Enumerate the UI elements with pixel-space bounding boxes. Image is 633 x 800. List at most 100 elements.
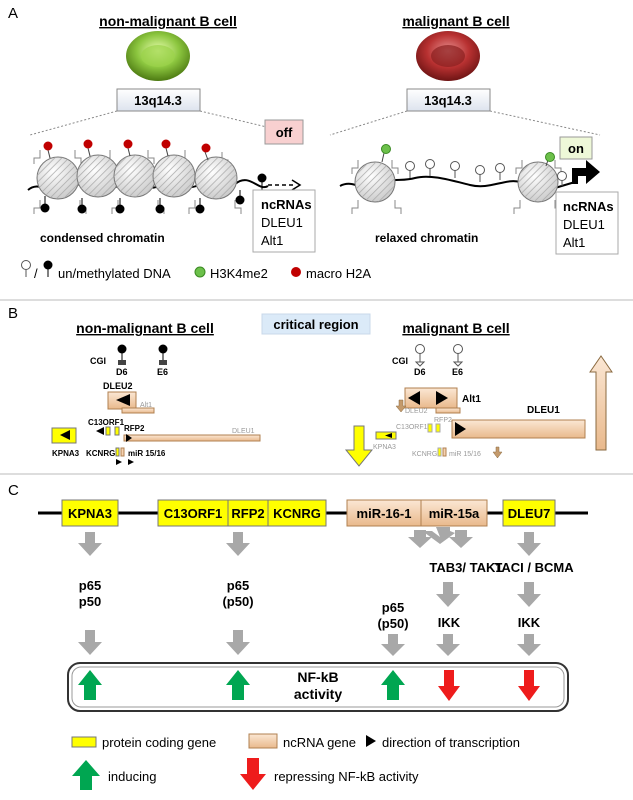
gray-down-arrow-icon [226, 630, 250, 655]
right-dleu2-label: DLEU2 [405, 408, 428, 415]
gray-down-arrow-icon [78, 630, 102, 655]
cgi-methylated-icon [117, 344, 127, 354]
relaxed-chromatin-label: relaxed chromatin [375, 231, 478, 245]
gene-dleu7-label: DLEU7 [508, 506, 551, 521]
right-kpna3-label: KPNA3 [373, 444, 396, 451]
cgi-unmethylated-icon [415, 344, 425, 354]
right-ncrna-alt1: Alt1 [563, 235, 585, 250]
dleu1-gene-box [123, 434, 261, 442]
dleu1-up-arrow-icon [589, 355, 613, 451]
gray-down-arrow-icon [436, 582, 460, 607]
h3k4me2-dot [545, 152, 555, 162]
gene-dleu7 [502, 499, 556, 527]
mir-target-p65: p65 [382, 600, 404, 615]
gene-kpna3-label: KPNA3 [68, 506, 112, 521]
gray-down-arrow-icon [517, 532, 541, 556]
gray-down-arrow-icon [436, 634, 460, 656]
ncrna-legend-icon [248, 733, 278, 749]
protein-coding-legend-icon [71, 736, 97, 748]
legend-protein-coding: protein coding gene [102, 735, 216, 750]
green-cell-nucleus-icon [141, 45, 175, 67]
left-ncrna-title: ncRNAs [261, 197, 312, 212]
right-ncrna-title: ncRNAs [563, 199, 614, 214]
gene-kpna3 [61, 499, 119, 527]
red-cell-nucleus-icon [431, 45, 465, 67]
macro-h2a-dot [161, 139, 171, 149]
right-rfp2-label: RFP2 [434, 417, 452, 424]
nfkb-activity-box [67, 662, 569, 712]
panel-a-left-title: non-malignant B cell [99, 13, 237, 29]
direction-arrow-icon [455, 422, 466, 436]
panel-a-right-title: malignant B cell [402, 13, 509, 29]
right-mir-label: miR 15/16 [449, 451, 481, 458]
rfp2-target-p65: p65 [227, 578, 249, 593]
gene-mir-16-1-label: miR-16-1 [357, 506, 412, 521]
unmethylated-legend-icon [21, 260, 31, 270]
h3k4me2-legend-icon [194, 266, 206, 278]
mir-target-p50: (p50) [377, 616, 408, 631]
left-dleu1-label: DLEU1 [232, 428, 255, 435]
gray-down-arrow-icon [449, 530, 473, 548]
ikk-label-2: IKK [518, 615, 541, 630]
down-regulation-icon [492, 446, 503, 459]
legend-ncrna: ncRNA gene [283, 735, 356, 750]
left-e6-label: E6 [157, 367, 168, 377]
left-ncrna-dleu1: DLEU1 [261, 215, 303, 230]
ikk-label-1: IKK [438, 615, 461, 630]
panel-b-right-title: malignant B cell [402, 320, 509, 336]
off-label: off [276, 125, 293, 140]
gray-down-arrow-icon [517, 582, 541, 607]
kpna3-down-arrow-icon [344, 425, 374, 467]
legend-slash: / [34, 266, 38, 281]
methylated-dna-icon [195, 204, 205, 214]
right-cgi-label: CGI [392, 356, 408, 366]
unmethylated-dna-icon [405, 161, 415, 171]
right-alt1-label: Alt1 [462, 394, 481, 405]
zoom-line [29, 110, 118, 136]
panel-c-legend: protein coding gene ncRNA gene direction… [71, 733, 520, 790]
on-badge [559, 136, 593, 160]
transcription-on-arrow-icon [572, 160, 600, 184]
inducing-up-arrow-icon [78, 670, 102, 700]
left-kcnrg-label: KCNRG [86, 449, 115, 458]
inducing-legend-icon [72, 760, 100, 790]
right-locus-label: 13q14.3 [424, 93, 472, 108]
direction-arrow-icon [128, 459, 134, 465]
critical-region-label: critical region [273, 317, 358, 332]
right-ncrna-box [555, 191, 619, 255]
off-badge [264, 119, 304, 145]
h3k4me2-dot [381, 144, 391, 154]
rfp2-target-p50: (p50) [222, 594, 253, 609]
legend-h3k4me2: H3K4me2 [210, 266, 268, 281]
kpna3-target-p65: p65 [79, 578, 101, 593]
gene-mir-15a [420, 499, 488, 527]
inducing-up-arrow-icon [381, 670, 405, 700]
left-c13orf1-label: C13ORF1 [88, 418, 125, 427]
panel-b-letter: B [8, 305, 18, 322]
gray-down-arrow-icon [381, 634, 405, 656]
panel-c: C KPNA3 C13ORF1 RFP2 KCNRG miR-16-1 miR-… [8, 482, 588, 790]
nfkb-label: NF-kB [297, 669, 338, 685]
direction-arrow-icon [408, 391, 420, 405]
unmethylated-dna-icon [557, 171, 567, 181]
direction-arrow-icon [385, 433, 392, 438]
macro-h2a-dot [123, 139, 133, 149]
macro-h2a-dot [83, 139, 93, 149]
direction-legend-icon [366, 735, 376, 747]
unmethylated-dna-icon [450, 161, 460, 171]
right-c13orf1-label: C13ORF1 [396, 424, 428, 431]
relaxed-chromatin-diagram [339, 144, 600, 214]
panel-a: A non-malignant B cell malignant B cell … [8, 5, 619, 281]
macro-h2a-dot [201, 143, 211, 153]
methylated-dna-icon [155, 204, 165, 214]
gray-down-arrow-icon [78, 532, 102, 556]
methylated-dna-icon [77, 204, 87, 214]
zoom-line [489, 110, 601, 136]
gene-rfp2 [227, 499, 269, 527]
legend-macro-h2a: macro H2A [306, 266, 371, 281]
right-kcnrg-label: KCNRG [412, 451, 437, 458]
condensed-chromatin-label: condensed chromatin [40, 231, 165, 245]
panel-b-left-title: non-malignant B cell [76, 320, 214, 336]
legend-methylated-dna: un/methylated DNA [58, 266, 171, 281]
